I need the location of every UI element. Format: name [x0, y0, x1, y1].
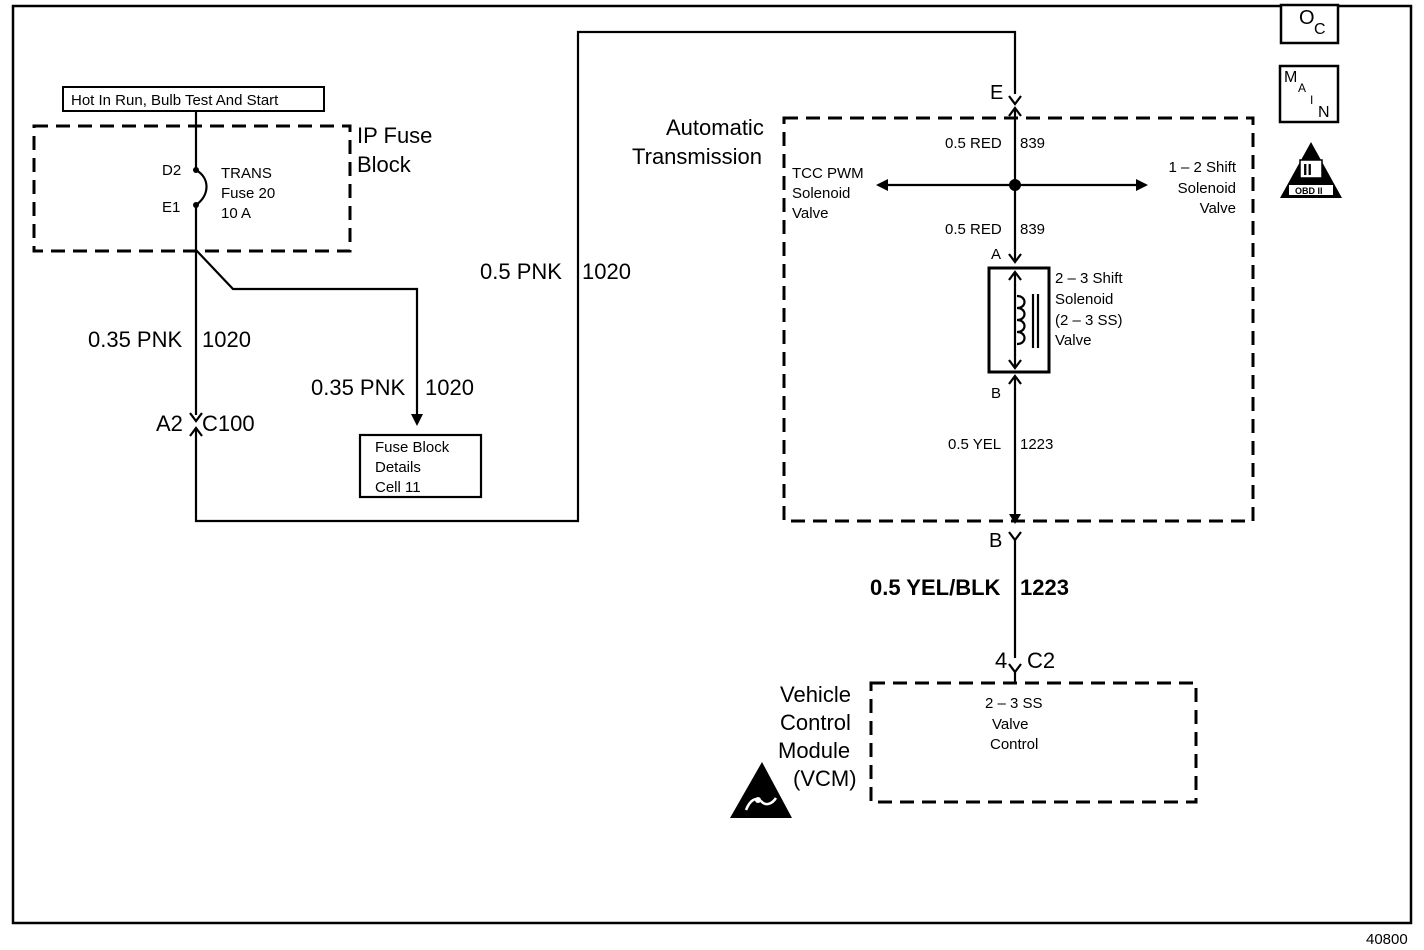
wire-circuit-label: 839	[1020, 135, 1045, 152]
ip-fuse-block-label: IP Fuse	[357, 123, 432, 148]
wire-gauge-label: 0.35 PNK	[311, 375, 405, 400]
svg-text:Cell 11: Cell 11	[375, 479, 421, 496]
vcm-inner-label: Valve	[992, 716, 1028, 733]
svg-text:O: O	[1299, 7, 1315, 29]
svg-text:A2: A2	[156, 411, 183, 436]
svg-text:C: C	[1314, 21, 1326, 38]
esd-warning-icon	[730, 762, 792, 818]
svg-text:I: I	[1310, 93, 1313, 107]
svg-text:C100: C100	[202, 411, 255, 436]
trans-fuse: D2 E1 TRANS Fuse 20 10 A	[162, 162, 275, 222]
arrow-down-icon	[1009, 514, 1021, 524]
wire-gauge-label: 0.5 PNK	[480, 259, 562, 284]
oc-icon: O C	[1279, 3, 1340, 45]
c2-connector: 4 C2	[995, 648, 1055, 674]
svg-text:M: M	[1284, 69, 1297, 86]
ip-fuse-block	[32, 124, 352, 253]
svg-text:Hot In Run, Bulb Test And Star: Hot In Run, Bulb Test And Start	[71, 92, 279, 109]
pin-a: A	[991, 246, 1022, 264]
svg-text:II: II	[1303, 162, 1312, 179]
ip-fuse-block-label: Block	[357, 152, 412, 177]
main-icon: M A I N	[1278, 64, 1340, 124]
wire-circuit-label: 1223	[1020, 575, 1069, 600]
c100-connector: A2 C100	[156, 411, 255, 437]
automatic-transmission-label: Transmission	[632, 144, 762, 169]
wire-circuit-label: 1020	[425, 375, 474, 400]
wire-circuit-label: 839	[1020, 221, 1045, 238]
diagram-frame	[11, 4, 1413, 925]
arrow-right-icon	[1136, 179, 1148, 191]
svg-text:Fuse Block: Fuse Block	[375, 439, 450, 456]
svg-text:B: B	[989, 530, 1002, 552]
fuse-label: TRANS	[221, 165, 272, 182]
connector-e: E	[990, 82, 1022, 117]
arrow-down-icon	[411, 414, 423, 426]
shift-23-solenoid-label: Valve	[1055, 332, 1091, 349]
obd-ii-icon: II OBD II	[1280, 142, 1342, 198]
tcc-pwm-solenoid-label: TCC PWM	[792, 165, 864, 182]
fuse-label: Fuse 20	[221, 185, 275, 202]
shift-23-solenoid	[987, 266, 1051, 374]
vcm-label: Module	[778, 738, 850, 763]
shift-12-solenoid-label: Solenoid	[1178, 180, 1236, 197]
shift-23-solenoid-label: 2 – 3 Shift	[1055, 270, 1123, 287]
svg-text:A: A	[991, 246, 1001, 263]
svg-text:B: B	[991, 385, 1001, 402]
fuse-block-details-box: Fuse Block Details Cell 11	[358, 433, 483, 499]
wire-gauge-label: 0.5 YEL/BLK	[870, 575, 1001, 600]
wire-gauge-label: 0.5 RED	[945, 135, 1002, 152]
vcm-label: Vehicle	[780, 682, 851, 707]
tcc-pwm-solenoid-label: Solenoid	[792, 185, 850, 202]
vcm-box	[869, 681, 1198, 804]
vcm-label: Control	[780, 710, 851, 735]
wire-circuit-label: 1020	[582, 259, 631, 284]
shift-12-solenoid-label: 1 – 2 Shift	[1168, 159, 1236, 176]
page-number: 40800	[1366, 931, 1408, 948]
svg-text:OBD II: OBD II	[1295, 186, 1323, 196]
vcm-label: (VCM)	[793, 766, 857, 791]
tcc-pwm-solenoid-label: Valve	[792, 205, 828, 222]
svg-text:A: A	[1298, 81, 1306, 95]
svg-text:C2: C2	[1027, 648, 1055, 673]
fuse-pin-label: D2	[162, 162, 181, 179]
shift-23-solenoid-label: (2 – 3 SS)	[1055, 312, 1123, 329]
arrow-left-icon	[876, 179, 888, 191]
wire-gauge-label: 0.5 YEL	[948, 436, 1001, 453]
fuse-pin-label: E1	[162, 199, 180, 216]
automatic-transmission-box	[782, 116, 1255, 523]
svg-text:N: N	[1318, 104, 1330, 121]
wire-gauge-label: 0.35 PNK	[88, 327, 182, 352]
wire-circuit-label: 1223	[1020, 436, 1053, 453]
wire-gauge-label: 0.5 RED	[945, 221, 1002, 238]
automatic-transmission-label: Automatic	[666, 115, 764, 140]
svg-text:Details: Details	[375, 459, 421, 476]
vcm-inner-label: Control	[990, 736, 1038, 753]
fuse-label: 10 A	[221, 205, 251, 222]
wire-circuit-label: 1020	[202, 327, 251, 352]
shift-23-solenoid-label: Solenoid	[1055, 291, 1113, 308]
svg-text:4: 4	[995, 648, 1007, 673]
pin-b-outer: B	[989, 530, 1022, 552]
shift-12-solenoid-label: Valve	[1200, 200, 1236, 217]
svg-text:E: E	[990, 82, 1003, 104]
vcm-inner-label: 2 – 3 SS	[985, 695, 1043, 712]
power-source-label: Hot In Run, Bulb Test And Start	[62, 86, 325, 112]
pin-b-inner: B	[991, 374, 1022, 402]
